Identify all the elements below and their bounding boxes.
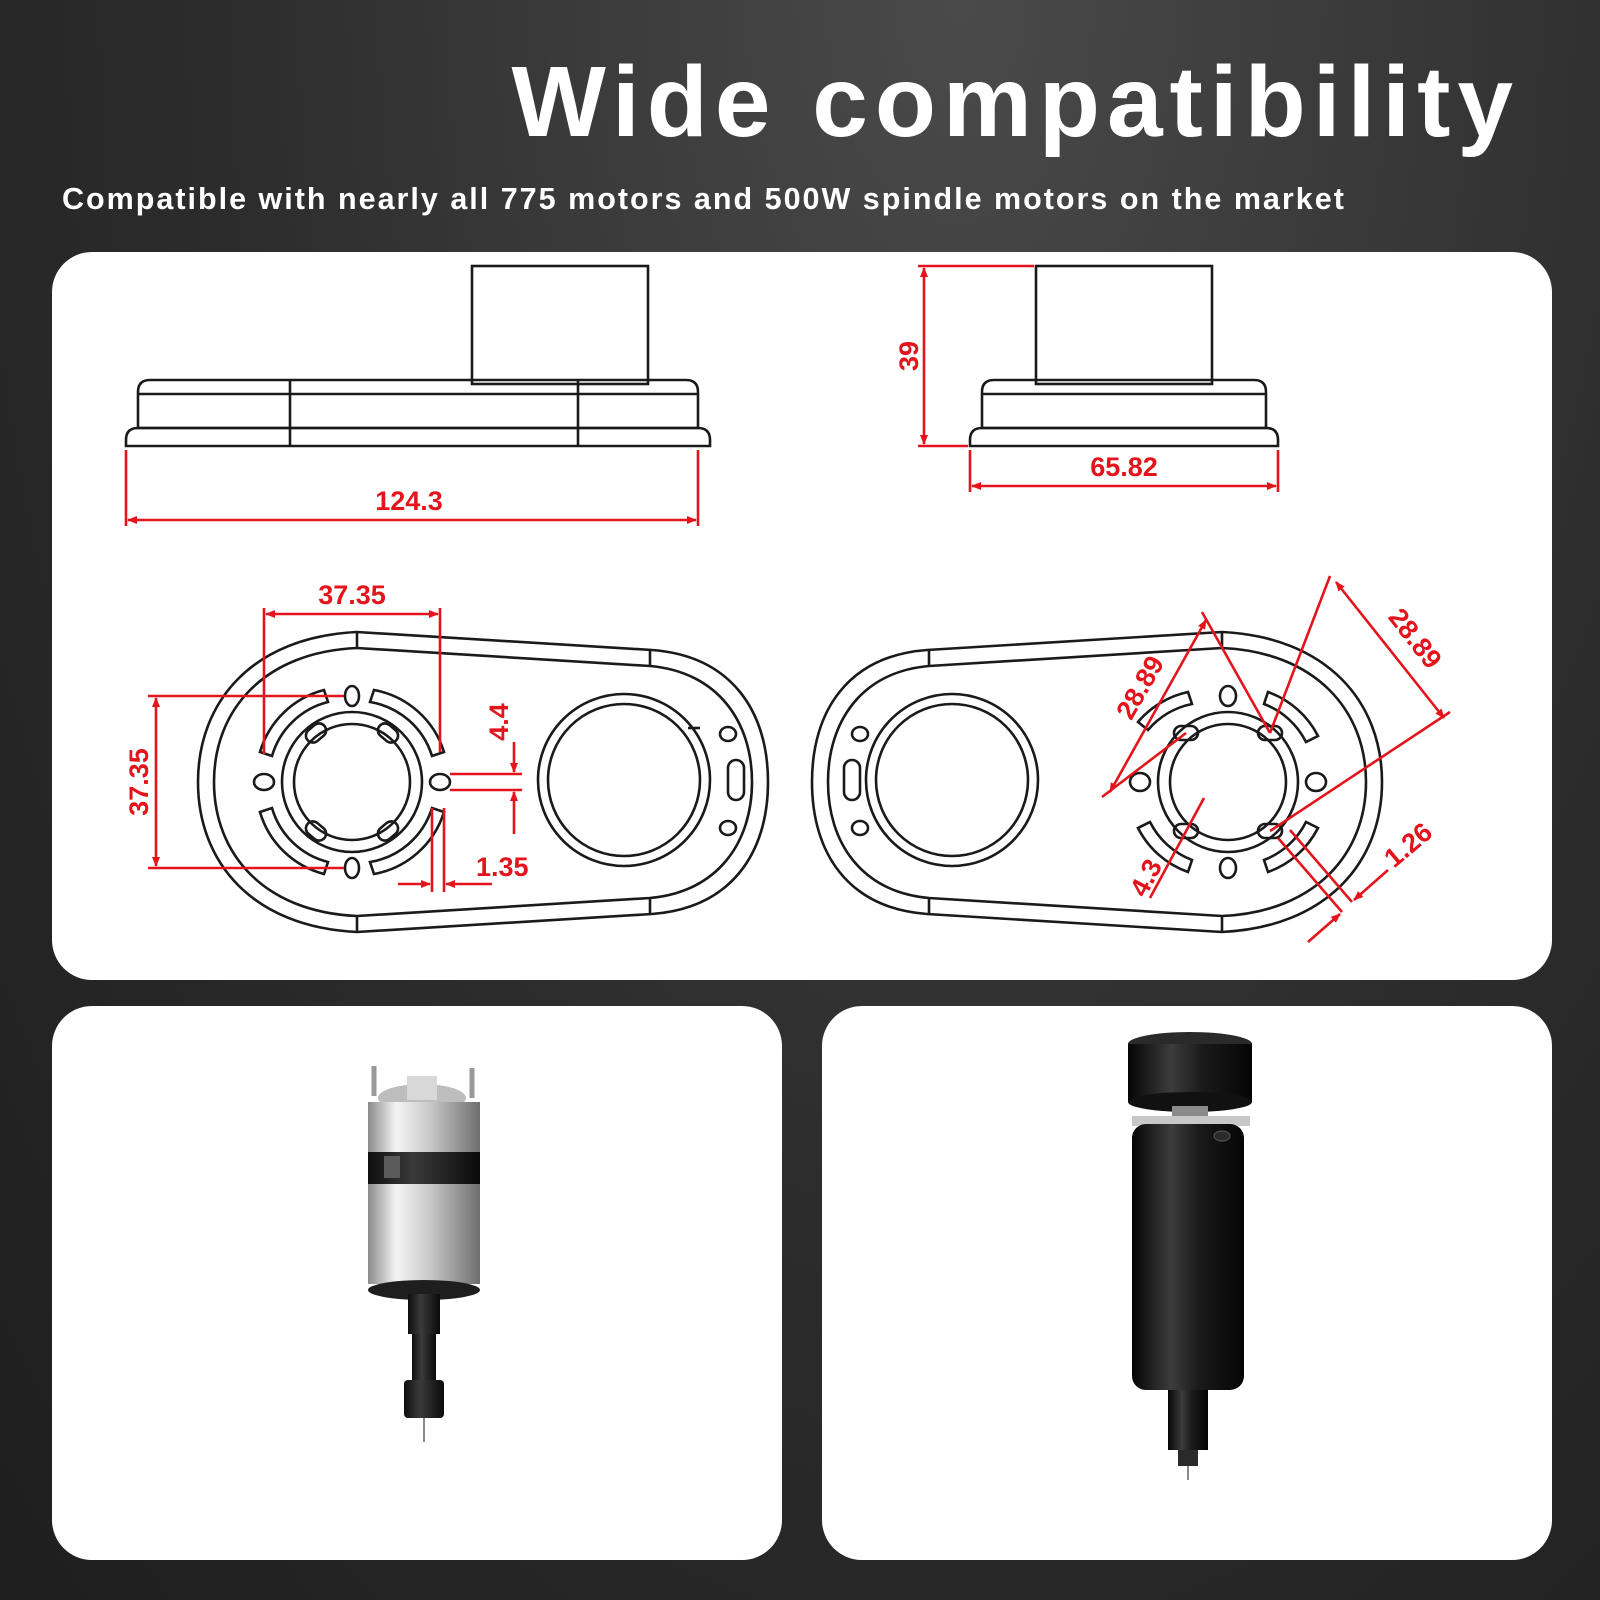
dim-diag-spacing-a: 28.89: [1110, 651, 1170, 725]
page-title: Wide compatibility: [511, 46, 1520, 158]
motor-775-panel: [52, 1006, 782, 1560]
dim-front-height: 39: [894, 341, 924, 371]
dim-slot-offset: 1.35: [476, 852, 529, 882]
drawings-panel: 124.3 39 65.82: [52, 252, 1552, 980]
front-view: 39 65.82: [894, 264, 1280, 492]
technical-drawing: 124.3 39 65.82: [124, 264, 1451, 943]
dim-bolt-spacing-h: 37.35: [318, 580, 386, 610]
dim-slot-gap: 1.26: [1378, 817, 1438, 874]
dim-side-width: 124.3: [375, 486, 443, 516]
dim-diag-spacing-b: 28.89: [1382, 603, 1447, 675]
plate-view-right: 28.89 28.89 4.3 1.26: [810, 575, 1451, 943]
dim-front-width: 65.82: [1090, 452, 1158, 482]
page-subtitle: Compatible with nearly all 775 motors an…: [62, 182, 1346, 216]
dim-slot-width: 4.4: [484, 703, 514, 741]
775-motor: [368, 1066, 480, 1442]
plate-view-left: 37.35 37.35 4.4 1.35: [124, 580, 770, 934]
motor-775-image: [368, 1066, 480, 1442]
dim-bolt-spacing-v: 37.35: [124, 748, 154, 816]
side-view: 124.3: [124, 264, 712, 526]
dim-hole-dia: 4.3: [1124, 854, 1168, 901]
500w-spindle: [1128, 1032, 1252, 1480]
spindle-500w-panel: [822, 1006, 1552, 1560]
spindle-500w-image: [1128, 1032, 1252, 1480]
